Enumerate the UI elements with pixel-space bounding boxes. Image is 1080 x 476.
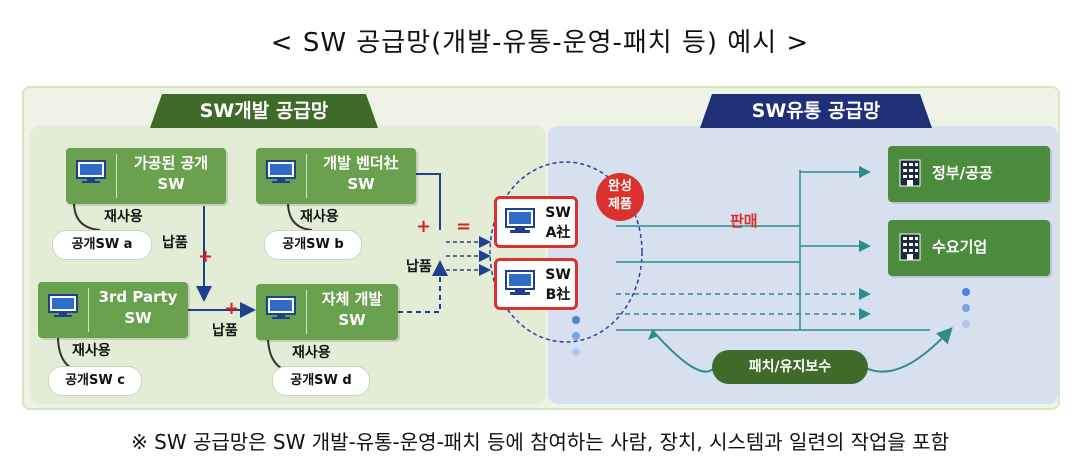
dest-government: 정부/공공 xyxy=(888,146,1050,202)
ellipsis-dot xyxy=(962,320,970,328)
ellipsis-dot xyxy=(572,316,580,324)
ellipsis-dot xyxy=(962,304,970,312)
delivery-label: 납품 xyxy=(212,323,238,339)
building-icon xyxy=(899,233,921,261)
node-divider xyxy=(306,154,307,198)
product-label: SW B社 xyxy=(545,267,571,303)
node-third-party-sw: 3rd Party SW xyxy=(38,282,188,338)
page-title: < SW 공급망(개발-유통-운영-패치 등) 예시 > xyxy=(270,28,810,58)
open-sw-c-pill: 공개SW c xyxy=(48,366,142,396)
reuse-label: 재사용 xyxy=(72,343,111,359)
sale-label: 판매 xyxy=(730,212,758,230)
monitor-icon xyxy=(505,270,535,295)
patch-maintenance-pill: 패치/유지보수 xyxy=(712,350,868,384)
monitor-icon xyxy=(505,208,535,233)
finished-product-badge: 완성 제품 xyxy=(596,173,644,221)
footnote: ※ SW 공급망은 SW 개발-유통-운영-패치 등에 참여하는 사람, 장치,… xyxy=(131,430,949,454)
ellipsis-dot xyxy=(572,348,580,356)
node-divider xyxy=(306,290,307,334)
products-circle xyxy=(489,161,643,343)
node-label: 가공된 공개 SW xyxy=(133,154,209,193)
node-in-house-sw: 자체 개발 SW xyxy=(256,284,398,340)
node-processed-open-sw: 가공된 공개 SW xyxy=(66,148,226,204)
monitor-icon xyxy=(266,296,296,319)
dist-supply-chain-tab: SW유통 공급망 xyxy=(700,94,932,128)
reuse-link-a xyxy=(73,201,101,231)
equals-sign: = xyxy=(456,216,472,237)
delivery-label: 납품 xyxy=(162,235,188,251)
plus-sign: + xyxy=(416,216,432,237)
ellipsis-dot xyxy=(572,332,580,340)
node-divider xyxy=(116,154,117,198)
product-label: SW A社 xyxy=(545,205,571,241)
plus-sign: + xyxy=(198,246,214,267)
monitor-icon xyxy=(266,160,296,183)
node-dev-vendor-sw: 개발 벤더社 SW xyxy=(256,148,416,204)
product-sw-b: SW B社 xyxy=(494,258,578,310)
node-label: 자체 개발 SW xyxy=(321,290,383,329)
reuse-label: 재사용 xyxy=(300,209,339,225)
reuse-link-b xyxy=(287,201,313,231)
reuse-label: 재사용 xyxy=(292,345,331,361)
patch-arc xyxy=(651,329,715,373)
building-icon xyxy=(899,159,921,187)
open-sw-d-pill: 공개SW d xyxy=(272,366,370,396)
monitor-icon xyxy=(48,294,78,317)
reuse-label: 재사용 xyxy=(104,209,143,225)
dest-label: 수요기업 xyxy=(932,238,988,256)
dest-enterprise: 수요기업 xyxy=(888,220,1050,276)
node-label: 3rd Party SW xyxy=(98,288,178,327)
open-sw-a-pill: 공개SW a xyxy=(52,230,152,260)
delivery-label: 납품 xyxy=(406,259,432,275)
monitor-icon xyxy=(76,160,106,183)
open-sw-b-pill: 공개SW b xyxy=(264,230,362,260)
node-divider xyxy=(88,288,89,332)
arrow-inhouse-to-products xyxy=(398,260,448,313)
ellipsis-dot xyxy=(962,288,970,296)
patch-arc-right xyxy=(865,327,953,373)
node-label: 개발 벤더社 SW xyxy=(323,154,399,193)
product-sw-a: SW A社 xyxy=(494,196,578,248)
dest-label: 정부/공공 xyxy=(932,164,993,182)
dev-supply-chain-tab: SW개발 공급망 xyxy=(150,94,378,128)
plus-sign: + xyxy=(224,298,240,319)
